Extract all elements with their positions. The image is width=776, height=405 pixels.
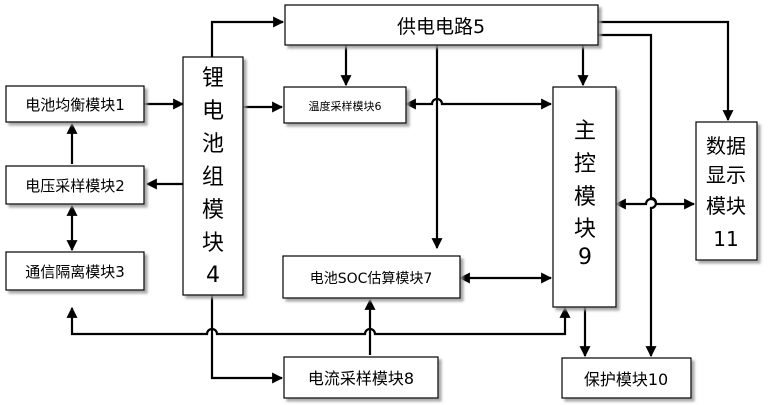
- lithium-pack-char: 4: [206, 263, 220, 288]
- data-display-line: 11: [713, 227, 738, 251]
- main-control-char: 控: [574, 152, 596, 177]
- lithium-pack-char: 模: [202, 198, 224, 223]
- voltage-sampling-label: 电压采样模块2: [25, 177, 125, 195]
- arrow-main-display: [616, 199, 694, 204]
- arrow-comm-bus: [72, 308, 565, 334]
- data-display-line: 显示: [706, 163, 746, 187]
- lithium-pack-char: 块: [202, 231, 224, 256]
- arrow-pack-to-power: [212, 22, 283, 57]
- main-control-char: 块: [574, 217, 596, 242]
- data-display-line: 数据: [706, 134, 746, 158]
- lithium-pack-char: 组: [202, 165, 224, 190]
- lithium-pack-char: 锂: [202, 66, 224, 91]
- soc-estimation-block: 电池SOC估算模块7: [283, 256, 460, 298]
- arrow-temp-main: [406, 99, 551, 104]
- arrow-pack-to-current: [212, 295, 282, 378]
- data-display-line: 模块: [706, 194, 746, 218]
- main-control-char: 9: [578, 245, 592, 270]
- current-sampling-block: 电流采样模块8: [284, 357, 438, 398]
- protection-block: 保护模块10: [562, 358, 691, 398]
- protection-label: 保护模块10: [584, 370, 668, 389]
- power-supply-label: 供电电路5: [397, 16, 485, 38]
- current-sampling-label: 电流采样模块8: [308, 369, 414, 388]
- comm-isolation-label: 通信隔离模块3: [25, 263, 125, 281]
- comm-isolation-block: 通信隔离模块3: [6, 252, 144, 290]
- data-display-block: 数据 显示 模块 11: [696, 122, 757, 260]
- lithium-pack-char: 电: [202, 99, 224, 124]
- main-control-char: 主: [574, 119, 596, 144]
- power-supply-block: 供电电路5: [285, 5, 598, 45]
- main-control-char: 模: [574, 185, 596, 210]
- lithium-pack-block: 锂 电 池 组 模 块 4: [183, 57, 243, 295]
- soc-estimation-label: 电池SOC估算模块7: [310, 271, 433, 287]
- temp-sampling-block: 温度采样模块6: [284, 87, 406, 123]
- arrow-power-to-display: [598, 22, 728, 120]
- main-control-block: 主 控 模 块 9: [553, 87, 616, 307]
- connectors: [72, 22, 728, 378]
- temp-sampling-label: 温度采样模块6: [309, 99, 382, 113]
- voltage-sampling-block: 电压采样模块2: [6, 166, 144, 204]
- battery-balance-block: 电池均衡模块1: [6, 86, 144, 122]
- lithium-pack-char: 池: [202, 132, 224, 157]
- battery-balance-label: 电池均衡模块1: [25, 96, 125, 114]
